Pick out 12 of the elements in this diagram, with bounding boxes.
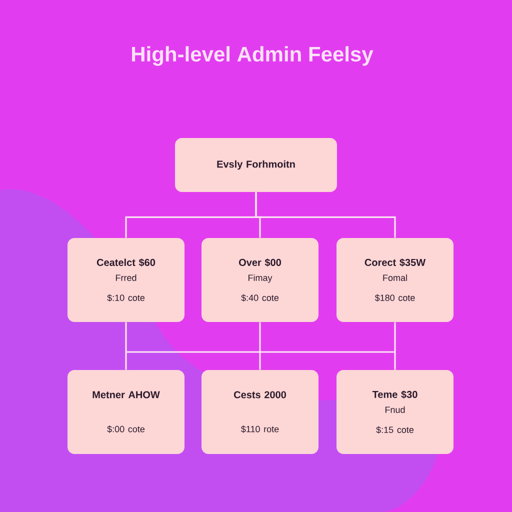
connector-line — [394, 322, 396, 370]
process-box: Ceatelct $60 Frred $:10 cote — [68, 238, 184, 322]
process-box: Corect $35W Fomal $180 cote — [336, 238, 454, 322]
process-box: Teme $30 Fnud $:15 cote — [336, 370, 454, 454]
process-box: Metner AHOW $:00 cote — [68, 370, 184, 454]
process-box: Over $00 Fimay $:40 cote — [202, 238, 318, 322]
process-box: Cests 2000 $110 rote — [202, 370, 318, 454]
process-box: Evsly Forhmoitn — [175, 138, 337, 192]
connector-line — [125, 322, 127, 370]
connector-line — [259, 322, 261, 370]
connector-line — [255, 192, 396, 238]
title: High-level Admin Feelsy — [132, 46, 374, 66]
